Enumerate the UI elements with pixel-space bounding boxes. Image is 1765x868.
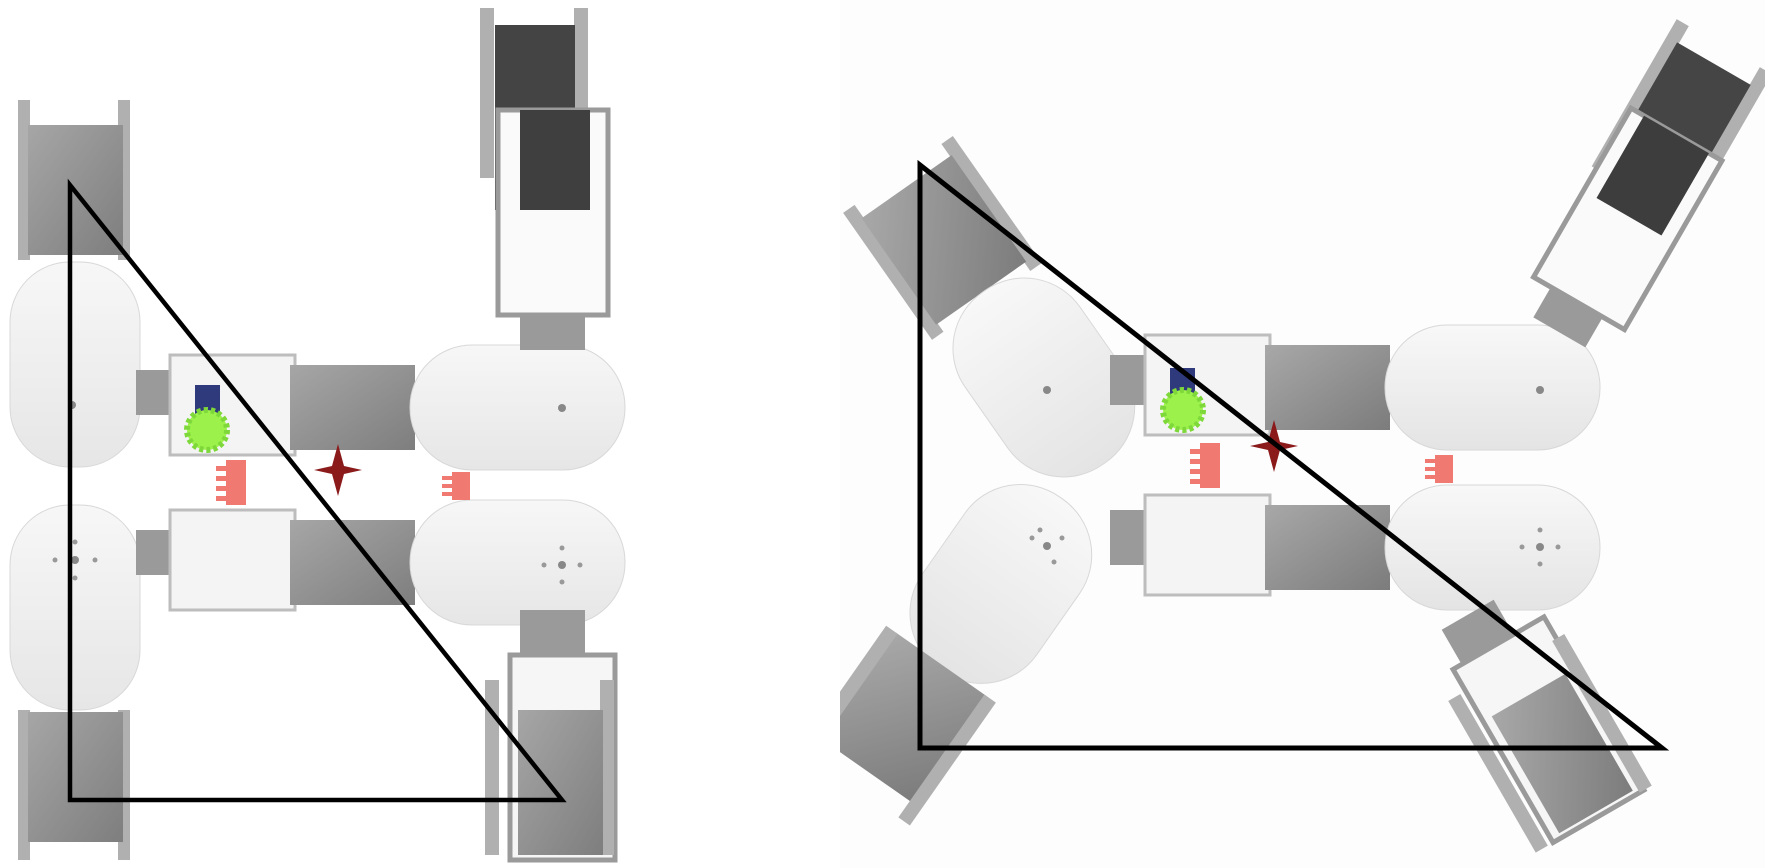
body-frame	[168, 508, 297, 612]
screw-hole	[577, 562, 583, 568]
body-upper	[168, 344, 626, 471]
joint-connector	[520, 315, 585, 350]
rack-icon	[216, 460, 246, 505]
screw-hole	[541, 562, 547, 568]
joint-connector	[1110, 510, 1150, 565]
screw-hole	[1536, 386, 1544, 394]
leg-rear-right	[485, 610, 618, 863]
screw-hole	[72, 575, 78, 581]
leg-rear-right	[1441, 599, 1652, 853]
bracket-plate	[18, 710, 30, 860]
screw-hole	[92, 557, 98, 563]
screw-hole	[558, 561, 566, 569]
screw-hole	[1051, 559, 1057, 565]
leg-front-left	[843, 135, 1136, 478]
screw-hole	[1537, 561, 1543, 567]
screw-hole	[52, 557, 58, 563]
bracket-plate	[1552, 634, 1652, 793]
robot-view-right	[840, 0, 1765, 868]
joint-connector	[1533, 287, 1603, 348]
bracket-plate	[18, 100, 30, 260]
servo-motor	[290, 365, 415, 450]
servo-motor	[28, 712, 123, 842]
bracket-plate	[840, 625, 898, 757]
bracket-plate	[600, 680, 614, 855]
spur-gear-icon	[1160, 387, 1206, 433]
body-lower	[168, 499, 626, 626]
rack-icon	[1190, 443, 1220, 488]
screw-hole	[1536, 543, 1544, 551]
leg-link-white	[1384, 484, 1601, 611]
servo-motor	[861, 155, 1027, 325]
screw-hole	[1043, 542, 1051, 550]
servo-motor-dark	[520, 110, 590, 210]
screw-hole	[1059, 535, 1065, 541]
leg-rear-left	[840, 483, 1093, 826]
servo-motor	[1491, 673, 1633, 834]
leg-front-right	[480, 8, 611, 350]
screw-hole	[1555, 544, 1561, 550]
screw-hole	[71, 556, 79, 564]
leg-link-white	[409, 499, 626, 626]
leg-link-white	[9, 504, 141, 711]
screw-hole	[558, 404, 566, 412]
joint-connector	[1110, 355, 1150, 405]
robot-left-illustration	[9, 8, 626, 863]
joint-connector	[520, 610, 585, 660]
leg-rear-left	[9, 504, 176, 860]
support-triangle	[917, 159, 1670, 751]
leg-link-white	[1384, 324, 1601, 451]
screw-hole	[559, 545, 565, 551]
bracket-plate	[485, 680, 499, 855]
screw-hole	[1029, 535, 1035, 541]
servo-motor	[1265, 345, 1390, 430]
robot-view-left	[0, 0, 840, 868]
leg-front-right	[1530, 19, 1765, 348]
screw-hole	[1037, 527, 1043, 533]
servo-motor	[840, 632, 987, 803]
bracket-plate	[898, 694, 996, 826]
screw-hole	[72, 539, 78, 545]
screw-hole	[1519, 544, 1525, 550]
rack-icon	[1425, 455, 1453, 483]
screw-hole	[559, 579, 565, 585]
center-of-mass-marker-icon	[314, 444, 362, 496]
bracket-plate	[480, 8, 494, 178]
robot-right-illustration	[840, 19, 1765, 853]
bracket-plate	[1448, 694, 1548, 853]
spur-gear-icon	[184, 407, 230, 453]
body-frame	[1143, 493, 1272, 597]
body-upper	[1143, 324, 1601, 451]
rack-icon	[442, 472, 470, 500]
leg-link-white	[409, 344, 626, 471]
screw-hole	[1043, 386, 1051, 394]
bracket-plate	[941, 135, 1042, 271]
servo-motor-dark	[1596, 115, 1709, 236]
leg-link-white	[9, 261, 141, 468]
servo-motor	[518, 710, 603, 855]
screw-hole	[1537, 527, 1543, 533]
support-triangle	[67, 178, 567, 803]
leg-link-white	[952, 277, 1136, 478]
body-lower	[1143, 484, 1601, 611]
